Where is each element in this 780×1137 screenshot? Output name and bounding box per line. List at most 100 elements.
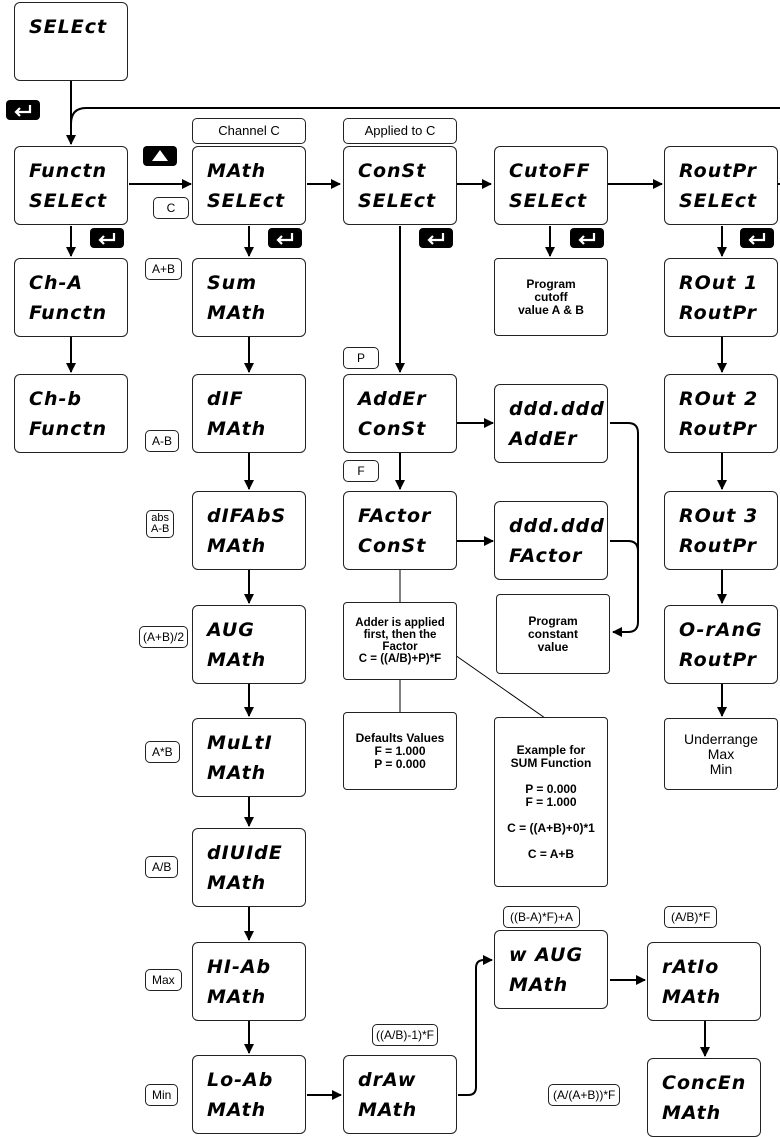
abs-label-top: abs [151,512,170,524]
difabs-math-display: dIFAbS MAth [192,491,306,570]
enter-key-icon [570,228,604,248]
select-display: SELEct [14,2,128,81]
underrange-options-text: Underrange Max Min [684,730,758,777]
display-line-1: FActor [358,505,432,527]
display-line-2: MAth [207,1099,267,1121]
rout-2-display: ROut 2 RoutPr [664,374,778,453]
factor-value-display: ddd.ddd FActor [494,501,608,580]
display-line-1: Ch-A [29,272,84,294]
display-line-1: O-rAnG [679,619,763,641]
display-line-2: MAth [662,986,722,1008]
display-line-1: ConcEn [662,1072,747,1094]
p-label: P [343,347,379,369]
abs-label: abs A-B [146,510,175,538]
cutoff-select-display: CutoFF SELEct [494,146,608,225]
rout-3-display: ROut 3 RoutPr [664,491,778,570]
display-line-2: MAth [662,1102,722,1124]
channel-c-label: C [153,197,189,219]
draw-math-display: drAw MAth [343,1055,457,1134]
sum-example-note: Example for SUM Function P = 0.000 F = 1… [494,717,608,887]
display-line-2: MAth [358,1099,418,1121]
program-cutoff-note: Program cutoff value A & B [494,258,608,336]
display-line-1: MAth [207,160,267,182]
display-line-1: rAtIo [662,956,720,978]
select-text: SELEct [29,16,108,38]
display-line-2: MAth [207,986,267,1008]
display-line-2: SELEct [509,190,588,212]
functn-select-display: Functn SELEct [14,146,128,225]
display-line-1: HI-Ab [207,956,272,978]
display-line-2: MAth [207,872,267,894]
display-line-2: Functn [29,418,108,440]
display-line-1: ROut 1 [679,272,759,294]
enter-key-icon [6,100,40,120]
draw-formula-label: ((A/B)-1)*F [372,1024,438,1046]
display-line-1: MuLtI [207,732,273,754]
enter-key-icon [268,228,302,248]
display-line-1: drAw [358,1069,417,1091]
routpr-select-display: RoutPr SELEct [664,146,778,225]
display-line-1: Ch-b [29,388,82,410]
factor-const-display: FActor ConSt [343,491,457,570]
display-line-1: ddd.ddd [509,398,605,420]
a-plus-b-label: A+B [145,258,183,280]
max-label: Max [145,969,182,991]
a-times-b-label: A*B [145,741,180,763]
display-line-2: MAth [207,649,267,671]
abs-label-bottom: A-B [151,523,170,535]
concen-math-display: ConcEn MAth [647,1058,761,1137]
hi-ab-math-display: HI-Ab MAth [192,942,306,1021]
default-values-text: Defaults Values F = 1.000 P = 0.000 [355,730,445,771]
display-line-1: ROut 3 [679,505,759,527]
display-line-1: Sum [207,272,258,294]
lo-ab-math-display: Lo-Ab MAth [192,1055,306,1134]
sum-example-text: Example for SUM Function P = 0.000 F = 1… [507,742,595,861]
underrange-options-note: Underrange Max Min [664,718,778,790]
display-line-1: Functn [29,160,108,182]
avg-math-display: AUG MAth [192,605,306,684]
ratio-formula-label: (A/B)*F [664,906,718,928]
display-line-1: CutoFF [509,160,591,182]
display-line-2: RoutPr [679,649,758,671]
display-line-2: RoutPr [679,302,758,324]
display-line-2: MAth [207,418,267,440]
avg-label: (A+B)/2 [139,626,189,648]
display-line-1: ROut 2 [679,388,759,410]
display-line-1: AddEr [358,388,427,410]
sum-math-display: Sum MAth [192,258,306,337]
adder-order-note: Adder is applied first, then the Factor … [343,602,457,680]
display-line-1: ddd.ddd [509,515,605,537]
o-range-display: O-rAnG RoutPr [664,605,778,684]
display-line-1: AUG [207,619,255,641]
a-div-b-label: A/B [145,856,179,878]
adder-value-display: ddd.ddd AddEr [494,384,608,463]
enter-key-icon [740,228,774,248]
display-line-2: Functn [29,302,108,324]
default-values-note: Defaults Values F = 1.000 P = 0.000 [343,712,457,790]
display-line-2: SELEct [207,190,286,212]
display-line-1: w AUG [509,944,584,966]
display-line-2: FActor [509,545,583,567]
concen-formula-label: (A/(A+B))*F [548,1084,621,1106]
channel-c-header: Channel C [192,118,306,144]
display-line-2: ConSt [358,535,427,557]
const-select-display: ConSt SELEct [343,146,457,225]
ch-b-functn-display: Ch-b Functn [14,374,128,453]
weighted-avg-math-display: w AUG MAth [494,930,608,1009]
display-line-2: AddEr [509,428,578,450]
adder-order-note-text: Adder is applied first, then the Factor … [355,617,445,665]
applied-to-c-header: Applied to C [343,118,457,144]
f-label: F [343,460,379,482]
display-line-2: SELEct [358,190,437,212]
ratio-math-display: rAtIo MAth [647,942,761,1021]
program-cutoff-text: Program cutoff value A & B [518,276,584,317]
min-label: Min [145,1084,179,1106]
display-line-2: RoutPr [679,418,758,440]
display-line-1: Lo-Ab [207,1069,274,1091]
display-line-2: SELEct [29,190,108,212]
display-line-2: MAth [207,302,267,324]
math-select-display: MAth SELEct [192,146,306,225]
display-line-2: ConSt [358,418,427,440]
adder-const-display: AddEr ConSt [343,374,457,453]
